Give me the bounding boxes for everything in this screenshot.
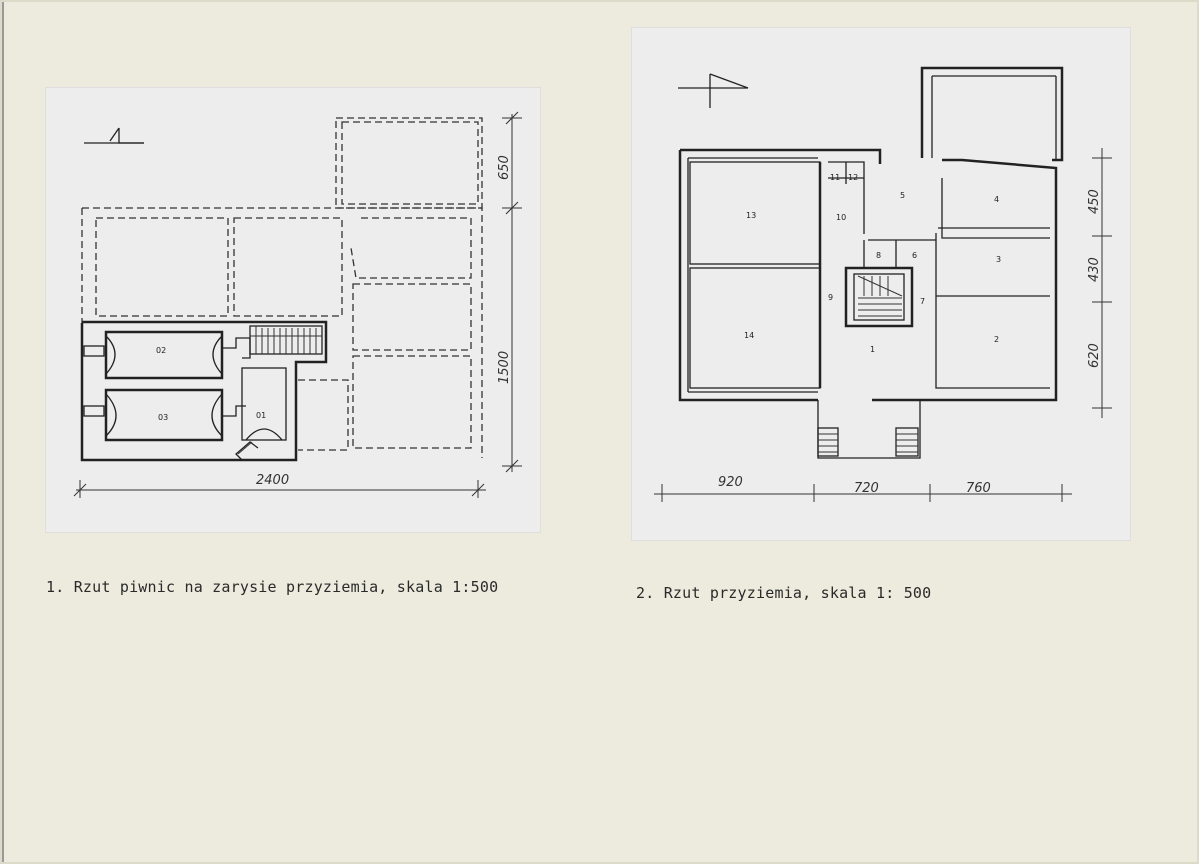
room-label-1: 1 — [870, 345, 875, 354]
ground-floor-plan-drawing: 13 14 11 12 10 9 5 4 3 2 8 6 7 1 — [654, 66, 1112, 502]
caption-ground-floor-plan: 2. Rzut przyziemia, skala 1: 500 — [636, 584, 932, 602]
north-arrow-icon — [84, 127, 144, 144]
basement-plan-drawing: 02 03 01 2400 650 1500 — [73, 111, 522, 498]
caption-basement-plan: 1. Rzut piwnic na zarysie przyziemia, sk… — [46, 578, 499, 596]
room-label-13: 13 — [746, 211, 756, 220]
basement-walls — [80, 320, 328, 462]
ground-floor-plan-photo: 13 14 11 12 10 9 5 4 3 2 8 6 7 1 — [632, 28, 1130, 540]
room-label-3: 3 — [996, 255, 1001, 264]
dimension-height-lower: 1500 — [497, 351, 512, 384]
ground-floor-outline — [81, 117, 483, 458]
room-label-5: 5 — [900, 191, 905, 200]
room-label-8: 8 — [876, 251, 881, 260]
dimension-bottom-1: 920 — [718, 475, 743, 490]
dimension-height-upper: 650 — [497, 155, 512, 180]
dimension-lines — [73, 111, 522, 498]
room-label-4: 4 — [994, 195, 999, 204]
room-label-14: 14 — [744, 331, 754, 340]
room-label-6: 6 — [912, 251, 917, 260]
room-label-03: 03 — [158, 413, 168, 422]
room-label-7: 7 — [920, 297, 925, 306]
ground-floor-stairs — [817, 275, 919, 457]
dimension-right-3: 620 — [1087, 343, 1102, 368]
dimension-lines — [654, 148, 1112, 502]
basement-stair — [235, 325, 323, 461]
ground-floor-walls — [678, 66, 1064, 459]
room-label-2: 2 — [994, 335, 999, 344]
room-label-11: 11 — [830, 173, 840, 182]
dimension-bottom-3: 760 — [966, 481, 991, 496]
room-label-9: 9 — [828, 293, 833, 302]
dimension-width: 2400 — [256, 473, 289, 488]
basement-plan-photo: 02 03 01 2400 650 1500 — [46, 88, 540, 532]
room-label-02: 02 — [156, 346, 166, 355]
dimension-right-1: 450 — [1087, 189, 1102, 214]
room-label-12: 12 — [848, 173, 858, 182]
dimension-bottom-2: 720 — [854, 481, 879, 496]
dimension-right-2: 430 — [1087, 257, 1102, 282]
room-label-10: 10 — [836, 213, 846, 222]
room-label-01: 01 — [256, 411, 266, 420]
north-arrow-icon — [678, 73, 749, 108]
